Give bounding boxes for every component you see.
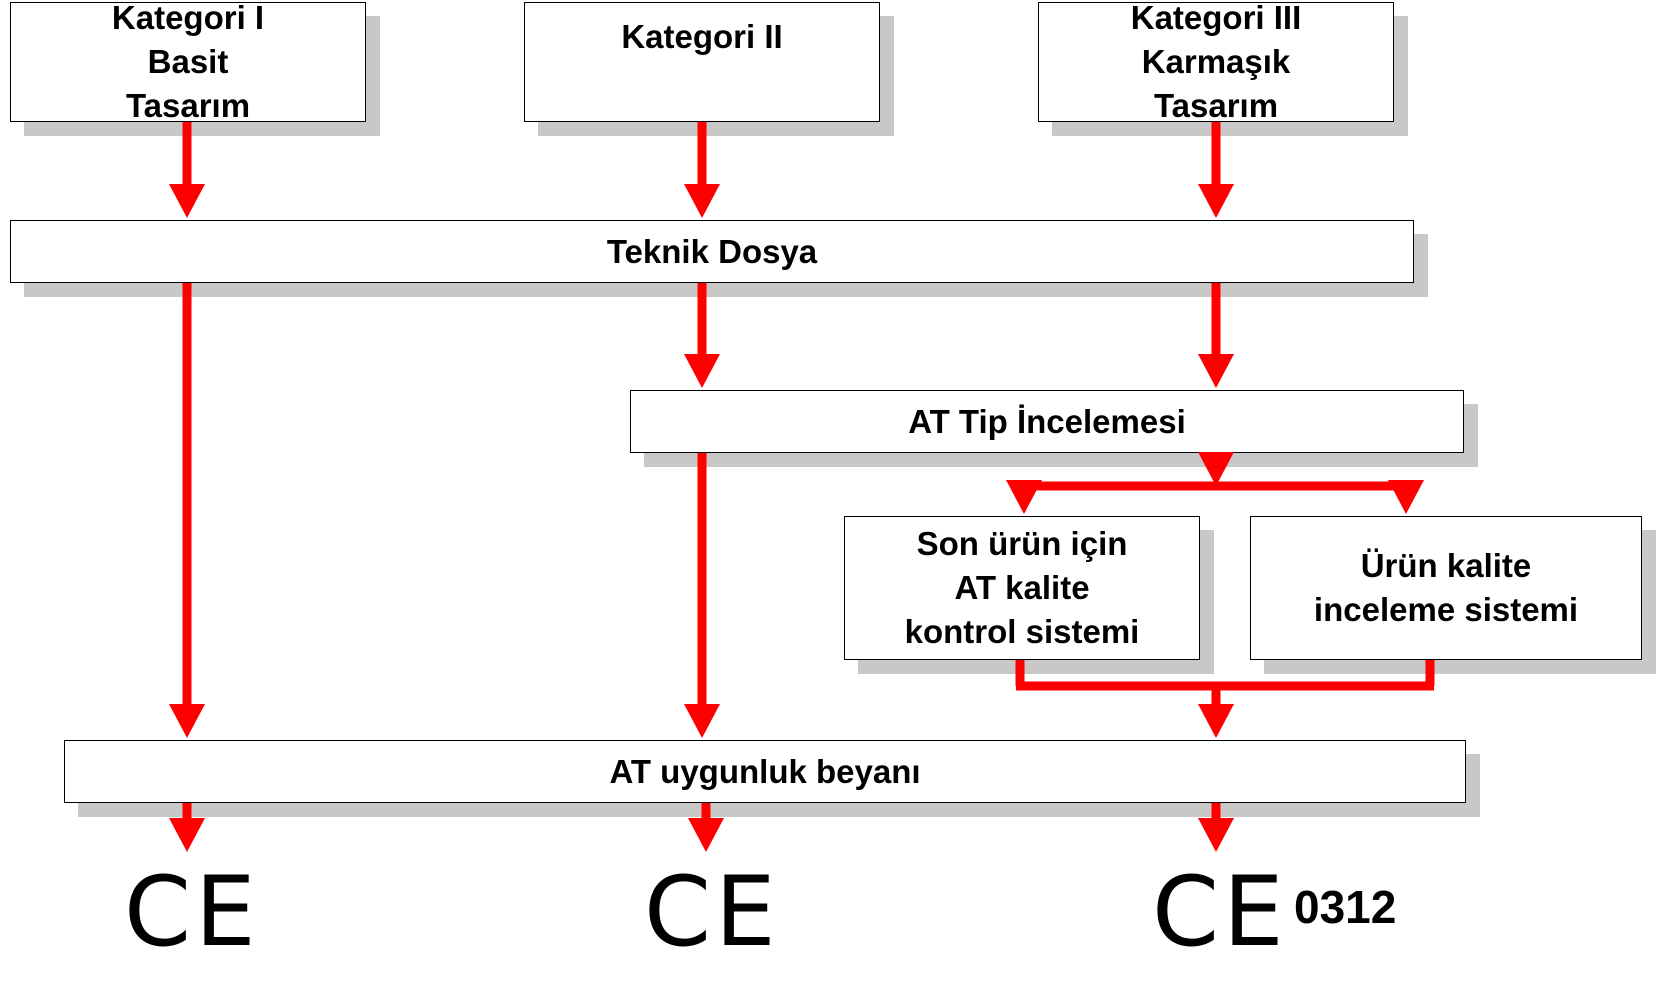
- final-product-qc-line3: kontrol sistemi: [904, 613, 1140, 650]
- product-quality-line2: inceleme sistemi: [1313, 591, 1579, 628]
- category-3-box: Kategori III Karmaşık Tasarım: [1038, 0, 1394, 124]
- arrow-to-urun-head: [1388, 480, 1424, 514]
- category-1-subtitle-2: Tasarım: [125, 87, 251, 124]
- arrow-beyan-ce-center-head: [688, 818, 724, 852]
- arrow-cat3-teknik-head: [1198, 184, 1234, 218]
- arrow-teknik-tip-left-head: [684, 354, 720, 388]
- arrow-beyan-ce-right-head: [1198, 818, 1234, 852]
- product-quality-line1: Ürün kalite: [1360, 547, 1532, 584]
- category-1-subtitle: Basit: [147, 43, 229, 80]
- arrow-merge-beyan-head: [1198, 704, 1234, 738]
- declaration-label: AT uygunluk beyanı: [609, 752, 921, 790]
- technical-file-box: Teknik Dosya: [10, 220, 1414, 283]
- arrow-beyan-ce-left-head: [169, 818, 205, 852]
- category-2-box: Kategori II: [524, 2, 880, 122]
- ce-mark-center: CE: [644, 856, 780, 968]
- category-3-subtitle-2: Tasarım: [1153, 87, 1279, 124]
- arrow-teknik-tip-right-head: [1198, 354, 1234, 388]
- arrow-teknik-beyan-head: [169, 704, 205, 738]
- arrow-cat2-teknik-head: [684, 184, 720, 218]
- declaration-box: AT uygunluk beyanı: [64, 740, 1466, 803]
- final-product-qc-line1: Son ürün için: [916, 525, 1128, 562]
- category-1-title: Kategori I: [111, 0, 265, 36]
- arrow-to-son-head: [1006, 480, 1042, 514]
- category-3-subtitle: Karmaşık: [1141, 43, 1291, 80]
- product-quality-box: Ürün kalite inceleme sistemi: [1250, 516, 1642, 660]
- type-examination-box: AT Tip İncelemesi: [630, 390, 1464, 453]
- category-1-box: Kategori I Basit Tasarım: [10, 0, 366, 124]
- arrow-tip-split-head: [1198, 452, 1234, 486]
- category-3-title: Kategori III: [1130, 0, 1302, 36]
- ce-mark-left: CE: [124, 856, 260, 968]
- type-examination-label: AT Tip İncelemesi: [908, 402, 1186, 440]
- technical-file-label: Teknik Dosya: [606, 232, 818, 270]
- arrow-tip-beyan-head: [684, 704, 720, 738]
- final-product-qc-box: Son ürün için AT kalite kontrol sistemi: [844, 516, 1200, 660]
- arrow-cat1-teknik-head: [169, 184, 205, 218]
- final-product-qc-line2: AT kalite: [954, 569, 1090, 606]
- notified-body-number: 0312: [1294, 881, 1397, 933]
- ce-mark-right: CE: [1152, 856, 1288, 968]
- category-2-title: Kategori II: [621, 18, 783, 55]
